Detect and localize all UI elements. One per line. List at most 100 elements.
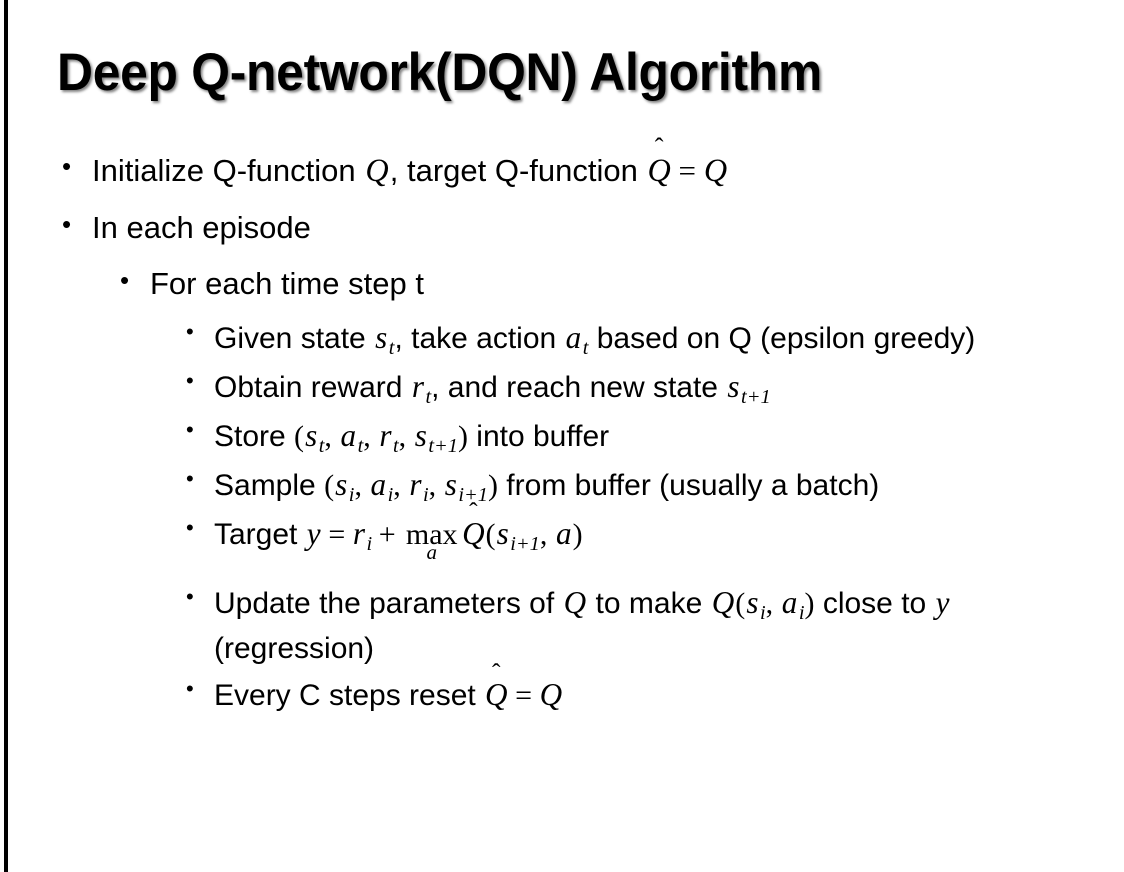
bullet-in-each-episode-text: In each episode [92,209,311,245]
text-segment: , target Q-function [389,153,647,188]
math-var-q2: Q [703,152,728,188]
math-var-q: Q [539,676,563,712]
text-segment: to make [587,587,711,621]
math-var-a: a [340,417,357,453]
math-sub-i-plus-1: i+1 [510,533,540,556]
math-var-q-hat: ̂Q [484,673,508,717]
bullet-update-text: Update the parameters of Q to make Q(si,… [214,581,1086,671]
math-rel-equals: = [678,153,696,188]
math-var-q2: Q [711,585,735,621]
bullet-marker: • [186,318,194,344]
math-var-a: a [781,585,798,621]
math-var-y: y [935,585,950,621]
text-segment: close to [814,587,935,621]
text-segment: Store [214,419,295,453]
bullet-obtain-reward: • Obtain reward rt, and reach new state … [0,365,1124,412]
bullet-store: • Store (st, at, rt, st+1) into buffer [0,414,1124,461]
math-var-a: a [565,319,582,355]
math-paren-close: ) [804,587,815,621]
math-var-q: Q [563,585,587,621]
math-separator: , [398,419,414,453]
math-sub-i: i [422,484,429,507]
text-segment: Every C steps reset [214,678,485,712]
math-var-q-hat: ̂Q [461,512,485,556]
text-segment: based on Q (epsilon greedy) [588,321,976,355]
bullet-obtain-reward-text: Obtain reward rt, and reach new state st… [214,365,1086,412]
math-sub-t: t [357,435,364,458]
bullet-marker: • [186,466,194,492]
page-title: Deep Q-network(DQN) Algorithm [57,43,822,102]
math-var-s: s [727,368,740,404]
math-var-y: y [306,516,321,552]
bullet-in-each-episode: • In each episode [0,206,1124,250]
math-var-q-base: Q [647,152,671,188]
slide-body: • Initialize Q-function Q, target Q-func… [0,148,1124,719]
math-sub-t: t [388,336,395,359]
bullet-every-c-steps-text: Every C steps reset ̂Q=Q [214,673,1086,718]
math-sub-t-plus-1: t+1 [428,435,458,458]
bullet-for-each-time-step-text: For each time step t [150,265,424,301]
math-separator: , [363,419,379,453]
math-sub-i: i [348,484,355,507]
math-separator: , [324,419,340,453]
text-segment: Given state [214,321,375,355]
math-sub-i-plus-1: i+1 [458,484,488,507]
math-var-s2: s [414,417,427,453]
math-sub-i: i [798,602,805,625]
math-var-q: Q [365,152,389,188]
math-var-s: s [375,319,388,355]
bullet-marker: • [62,208,72,239]
math-var-q-hat: ̂Q [647,148,672,194]
math-paren-close: ) [572,518,583,552]
bullet-marker: • [186,416,194,442]
math-var-r: r [379,417,392,453]
math-sub-i: i [366,533,373,556]
bullet-marker: • [186,515,194,541]
text-segment: , take action [394,321,565,355]
math-var-r: r [352,516,366,552]
math-op-max-subscript: a [426,539,437,564]
math-sub-i: i [387,484,394,507]
math-sub-t: t [392,435,399,458]
bullet-target: • Target y=ri+maxâQ(si+1, a) [0,512,1124,562]
math-paren-close: ) [457,419,468,453]
math-var-a: a [555,516,572,552]
math-sub-t-plus-1: t+1 [741,385,771,408]
math-rel-equals: = [328,518,346,552]
math-var-r: r [411,368,424,404]
text-segment: into buffer [467,419,610,453]
math-var-r: r [409,467,422,503]
math-paren-open: ( [735,587,746,621]
text-segment: from buffer (usually a batch) [497,469,880,503]
math-separator: , [539,518,555,552]
math-paren-close: ) [487,469,498,503]
bullet-marker: • [62,151,72,181]
bullet-given-state-text: Given state st, take action at based on … [214,316,1086,363]
math-var-s2: s [444,467,457,503]
text-segment: Update the parameters of [214,587,563,621]
bullet-every-c-steps: • Every C steps reset ̂Q=Q [0,673,1124,718]
math-var-s: s [305,417,318,453]
math-var-q-base: Q [485,676,508,712]
math-paren-open: ( [294,419,305,453]
math-var-s: s [496,516,509,552]
text-segment: Obtain reward [214,370,411,404]
bullet-marker: • [186,584,194,610]
math-paren-open: ( [485,518,496,552]
bullet-sample-text: Sample (si, ai, ri, si+1) from buffer (u… [214,463,1086,510]
math-op-plus: + [378,518,396,552]
bullet-marker: • [186,675,194,701]
math-var-s: s [746,585,759,621]
text-segment: Initialize Q-function [92,153,365,188]
bullet-initialize-text: Initialize Q-function Q, target Q-functi… [92,148,972,194]
math-sub-t: t [318,435,325,458]
math-separator: , [393,469,409,503]
math-separator: , [354,469,370,503]
math-sub-t: t [582,336,589,359]
text-segment: (regression) [214,632,375,666]
math-rel-equals: = [515,678,532,712]
math-sub-t: t [425,385,432,408]
math-var-q-base: Q [462,516,485,552]
